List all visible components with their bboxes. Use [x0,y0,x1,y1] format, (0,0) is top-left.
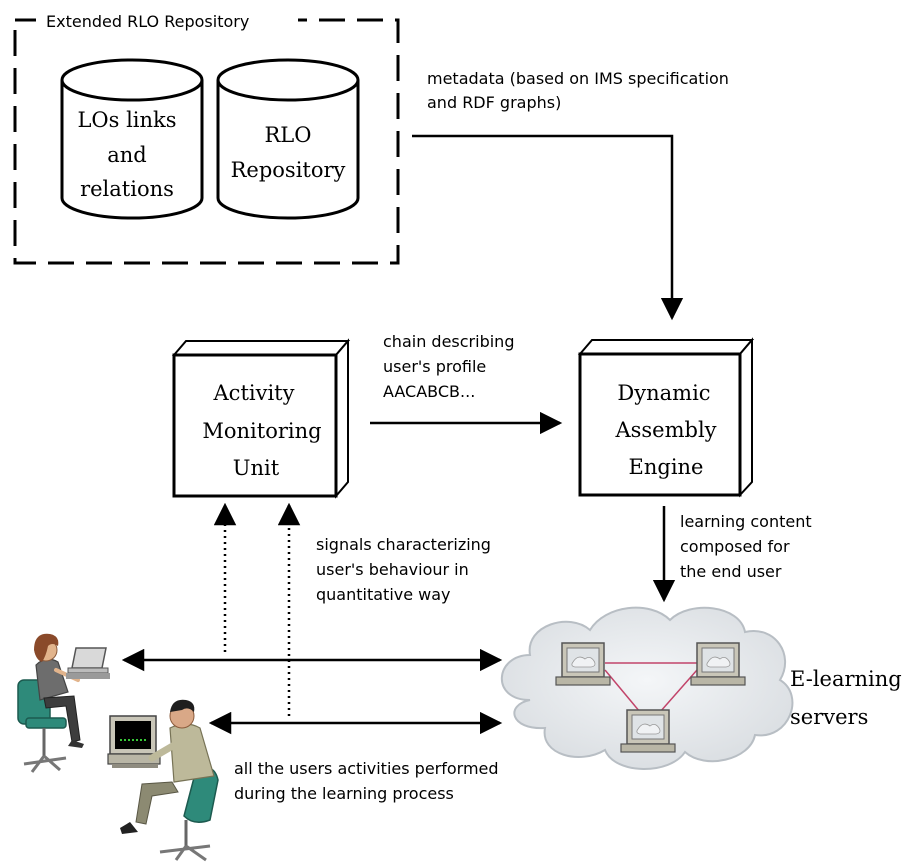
activities-label: all the users activities performed durin… [234,759,499,803]
server-box-icon [577,337,755,498]
repository-title-bg [36,8,298,34]
network-cloud-icon [500,606,794,770]
computer-terminal-icon [690,642,746,686]
computer-terminal-icon [555,642,611,686]
db2-line-1: RLO [265,123,312,147]
chain-label: chain describing user's profile AACABCB.… [383,332,514,401]
content-label-line-1: learning content [680,512,812,531]
db1-line-1: LOs links [77,108,176,132]
repository-title: Extended RLO Repository [46,12,249,31]
extended-rlo-repository: Extended RLO Repository LOs links and re… [13,8,400,265]
activity-monitoring-unit: Activity Monitoring Unit [171,338,351,499]
metadata-label-line-1: metadata (based on IMS specification [427,69,729,88]
signals-label-line-2: user's behaviour in [316,560,469,579]
engine-line-1: Dynamic [617,381,710,405]
dynamic-assembly-engine: Dynamic Assembly Engine [577,337,755,498]
activity-unit-line-1: Activity [213,381,295,405]
activity-unit-line-2: Monitoring [202,419,321,443]
engine-line-2: Assembly [614,418,716,442]
engine-line-3: Engine [629,455,704,479]
db2-line-2: Repository [231,158,346,182]
servers-label-line-2: servers [790,705,868,729]
activity-unit-line-3: Unit [233,456,280,480]
content-label: learning content composed for the end us… [680,512,812,581]
activities-label-line-1: all the users activities performed [234,759,499,778]
servers-label: E-learning servers [790,667,902,729]
server-box-icon [171,338,351,499]
db1-line-3: relations [80,177,174,201]
signals-label: signals characterizing user's behaviour … [316,535,491,604]
chain-label-line-3: AACABCB... [383,382,475,401]
servers-label-line-1: E-learning [790,667,902,691]
user-at-computer-icon [107,699,219,862]
database-icon: RLO Repository [216,58,360,220]
signals-label-line-3: quantitative way [316,585,451,604]
content-label-line-2: composed for [680,537,790,556]
metadata-label: metadata (based on IMS specification and… [427,69,729,112]
chain-label-line-1: chain describing [383,332,514,351]
content-label-line-3: the end user [680,562,782,581]
chain-label-line-2: user's profile [383,357,486,376]
computer-terminal-icon [620,709,676,753]
user-at-computer-icon [17,633,110,773]
activities-label-line-2: during the learning process [234,784,454,803]
database-icon: LOs links and relations [60,58,204,220]
metadata-arrow [412,134,684,321]
metadata-label-line-2: and RDF graphs) [427,93,561,112]
signals-label-line-1: signals characterizing [316,535,491,554]
db1-line-2: and [107,143,147,167]
